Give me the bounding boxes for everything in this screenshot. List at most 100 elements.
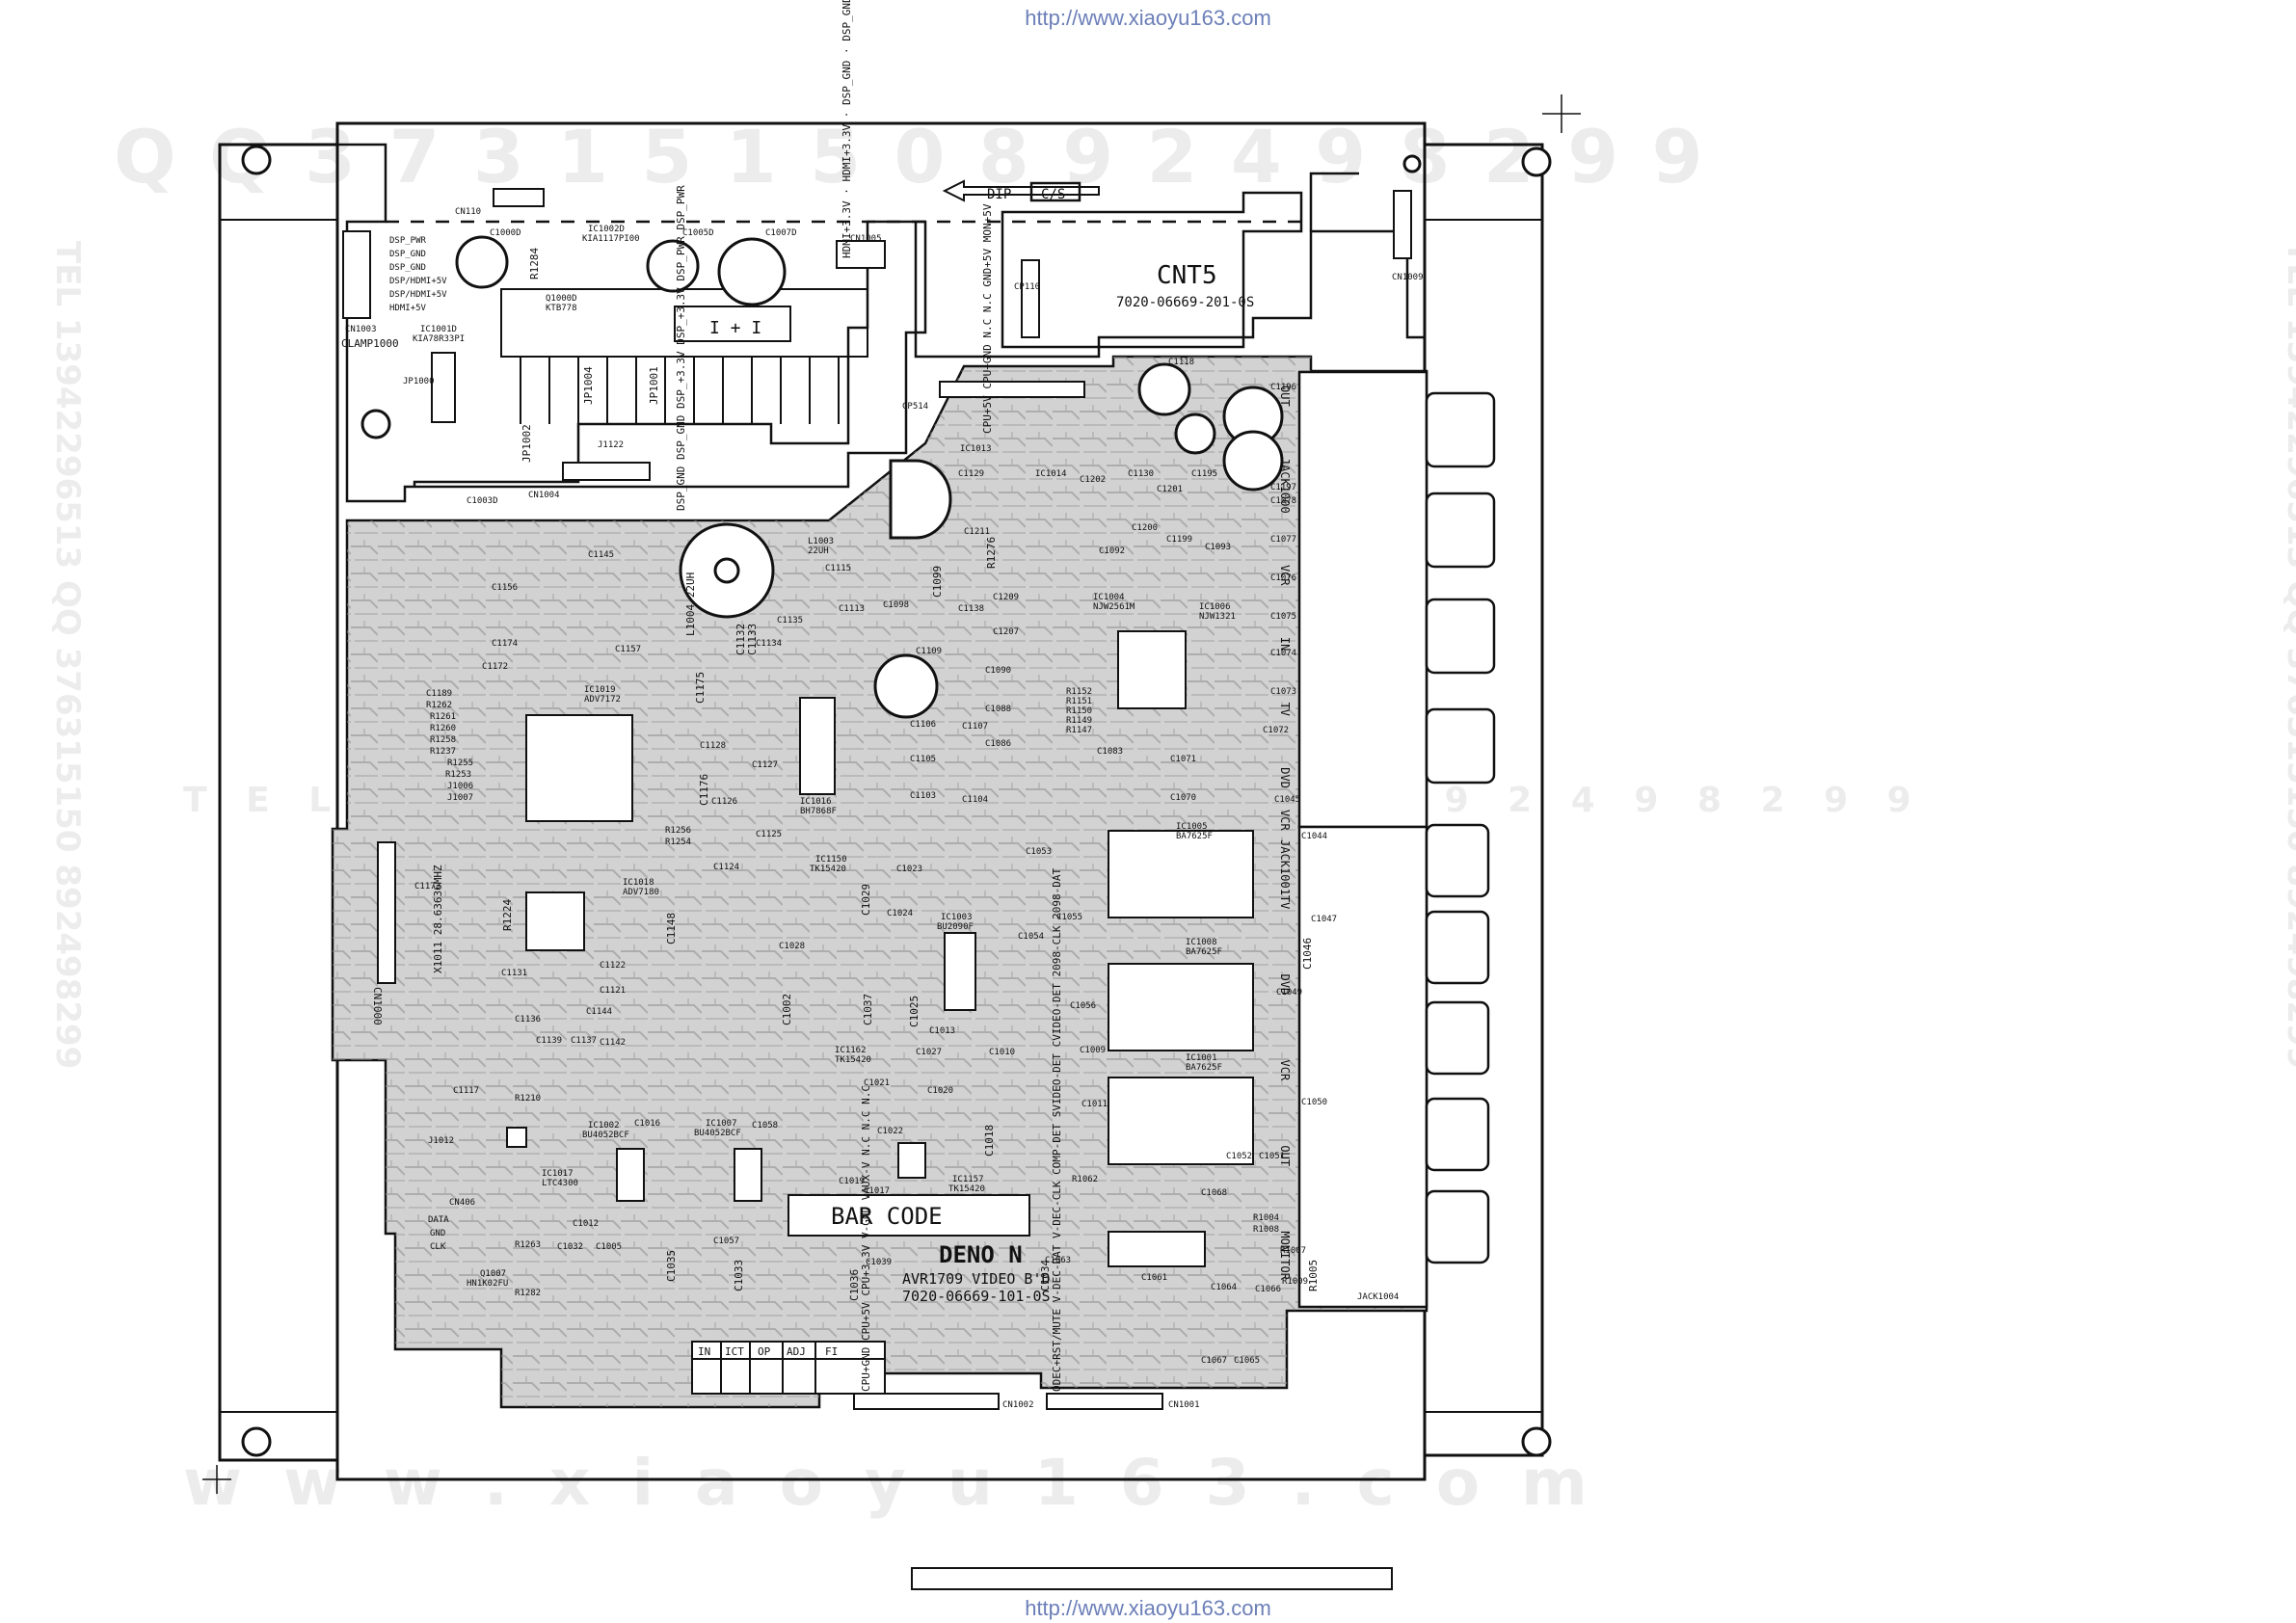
r1260-label: R1260	[430, 724, 456, 733]
c1016-label: C1016	[634, 1119, 660, 1129]
c1037-label: C1037	[862, 993, 874, 1025]
source-url-bottom: http://www.xiaoyu163.com	[1025, 1596, 1271, 1620]
ic1003-label-a: IC1003	[941, 913, 973, 922]
c1195-label: C1195	[1191, 469, 1217, 479]
cn1009-label: CN1009	[1392, 273, 1424, 282]
source-url-top: http://www.xiaoyu163.com	[1025, 6, 1271, 30]
c1202-label: C1202	[1080, 475, 1106, 485]
d-shaped-part	[889, 459, 952, 540]
jp1004-label: JP1004	[582, 366, 595, 405]
l1003-label-a: L1003	[808, 537, 834, 546]
c1068-label: C1068	[1201, 1188, 1227, 1198]
j1006-label: J1006	[447, 782, 473, 791]
j1122-label: J1122	[598, 440, 624, 450]
heatsink-center-label: I + I	[709, 318, 761, 338]
jack-column	[1297, 370, 1496, 1309]
c1029-label: C1029	[860, 883, 872, 916]
r1151-label: R1151	[1066, 697, 1092, 706]
c1137-label: C1137	[571, 1036, 597, 1046]
c1134-label: C1134	[756, 639, 782, 649]
jp1002-label: JP1002	[521, 424, 533, 463]
c1104-label: C1104	[962, 795, 988, 805]
upper-area-outline	[337, 143, 1425, 503]
c1199-label: C1199	[1166, 535, 1192, 545]
r1224-label: R1224	[501, 898, 514, 931]
ic1019-label-b: ADV7172	[584, 695, 621, 705]
c1010-label: C1010	[989, 1048, 1015, 1057]
ic1017-label-a: IC1017	[542, 1169, 574, 1179]
c1018-label: C1018	[983, 1124, 996, 1157]
c1189-label: C1189	[426, 689, 452, 699]
c1024-label: C1024	[887, 909, 913, 918]
drawing-title-box	[911, 1567, 1393, 1590]
c1066-label: C1066	[1255, 1285, 1281, 1294]
c1130-label: C1130	[1128, 469, 1154, 479]
c1058-label: C1058	[752, 1121, 778, 1131]
c1020-label: C1020	[927, 1086, 953, 1096]
cn1001-label: CN1001	[1168, 1400, 1200, 1410]
ic1002-label-b: KIA1117PI00	[582, 234, 640, 244]
bus-data-label: DATA	[428, 1215, 449, 1225]
jack-labels-bottom: VCR TV DVD VCR OUT MONITOR	[1278, 810, 1292, 1280]
ic1006-label-b: NJW1321	[1199, 612, 1236, 622]
model-label: AVR1709 VIDEO B'D	[902, 1270, 1051, 1288]
c1071-label: C1071	[1170, 755, 1196, 764]
c1005-top-label: C1005D	[682, 228, 714, 238]
c1065-label: C1065	[1234, 1356, 1260, 1366]
c1009-label: C1009	[1080, 1046, 1106, 1055]
c1118-label: C1118	[1168, 358, 1194, 367]
c1175-label: C1175	[694, 671, 707, 704]
c1002-label: C1002	[781, 993, 793, 1025]
c1045-label: C1045	[1274, 795, 1300, 805]
cnt5-label: CNT5	[1157, 261, 1217, 290]
c1072-label: C1072	[1263, 726, 1289, 735]
r1007-label: R1007	[1280, 1246, 1306, 1256]
c1057-label: C1057	[713, 1237, 739, 1246]
ic1016-label-a: IC1016	[800, 797, 832, 807]
ic1018-label-b: ADV7180	[623, 888, 659, 897]
c1197-label: C1197	[1270, 483, 1296, 492]
bar-code-label: BAR CODE	[831, 1203, 943, 1230]
cn1004-label: CN1004	[528, 491, 560, 500]
ic1001-label-b: KIA78R33PI	[413, 334, 465, 344]
r1210-label: R1210	[515, 1094, 541, 1104]
test-cell-ict: ICT	[725, 1345, 744, 1358]
c1067-label: C1067	[1201, 1356, 1227, 1366]
c1099-label: C1099	[931, 565, 944, 598]
c1144-label: C1144	[586, 1007, 612, 1017]
c1142-label: C1142	[600, 1038, 626, 1048]
ic1019-label-a: IC1019	[584, 685, 616, 695]
ic1002v-label-b: BU4052BCF	[582, 1131, 629, 1140]
ic1001v-label-b: BA7625F	[1186, 1063, 1222, 1073]
c1109-label: C1109	[916, 647, 942, 656]
c1131-label: C1131	[501, 969, 527, 978]
c1125-label: C1125	[756, 830, 782, 839]
c1135-label: C1135	[777, 616, 803, 625]
dsp-pin-labels: DSP_GND DSP_GND DSP_+3.3V DSP_+3.3V DSP_…	[675, 185, 687, 511]
c1056-label: C1056	[1070, 1001, 1096, 1011]
dip-label: DIP	[987, 187, 1011, 202]
l1004-label: L1004 22UH	[684, 572, 697, 636]
bus-clk-label: CLK	[430, 1242, 446, 1252]
c1022-label: C1022	[877, 1127, 903, 1136]
watermark-top-row: Q Q 3 7 3 1 5 1 5 0 8 9 2 4 9 8 2 9 9	[114, 114, 1707, 200]
ic1162-label-b: TK15420	[835, 1055, 871, 1065]
ic1008-label-a: IC1008	[1186, 938, 1217, 947]
c1209-label: C1209	[993, 593, 1019, 602]
ic1004-label-a: IC1004	[1093, 593, 1125, 602]
r1256-label: R1256	[665, 826, 691, 836]
cs-label: C/S	[1041, 187, 1065, 202]
c1083-label: C1083	[1097, 747, 1123, 757]
c1013-label: C1013	[929, 1026, 955, 1036]
ic1003-label-b: BU2090F	[937, 922, 974, 932]
watermark-bottom-row: w w w . x i a o y u 1 6 3 . c o m	[183, 1446, 1597, 1520]
c1053-label: C1053	[1026, 847, 1052, 857]
dsp-pin-4: DSP/HDMI+5V	[389, 277, 447, 286]
c1138-label: C1138	[958, 604, 984, 614]
r1263-label: R1263	[515, 1240, 541, 1250]
dsp-pin-5: DSP/HDMI+5V	[389, 290, 447, 300]
c1049-label: C1049	[1276, 988, 1302, 998]
cn110-label: CN110	[455, 207, 481, 217]
c1017-label: C1017	[864, 1186, 890, 1196]
